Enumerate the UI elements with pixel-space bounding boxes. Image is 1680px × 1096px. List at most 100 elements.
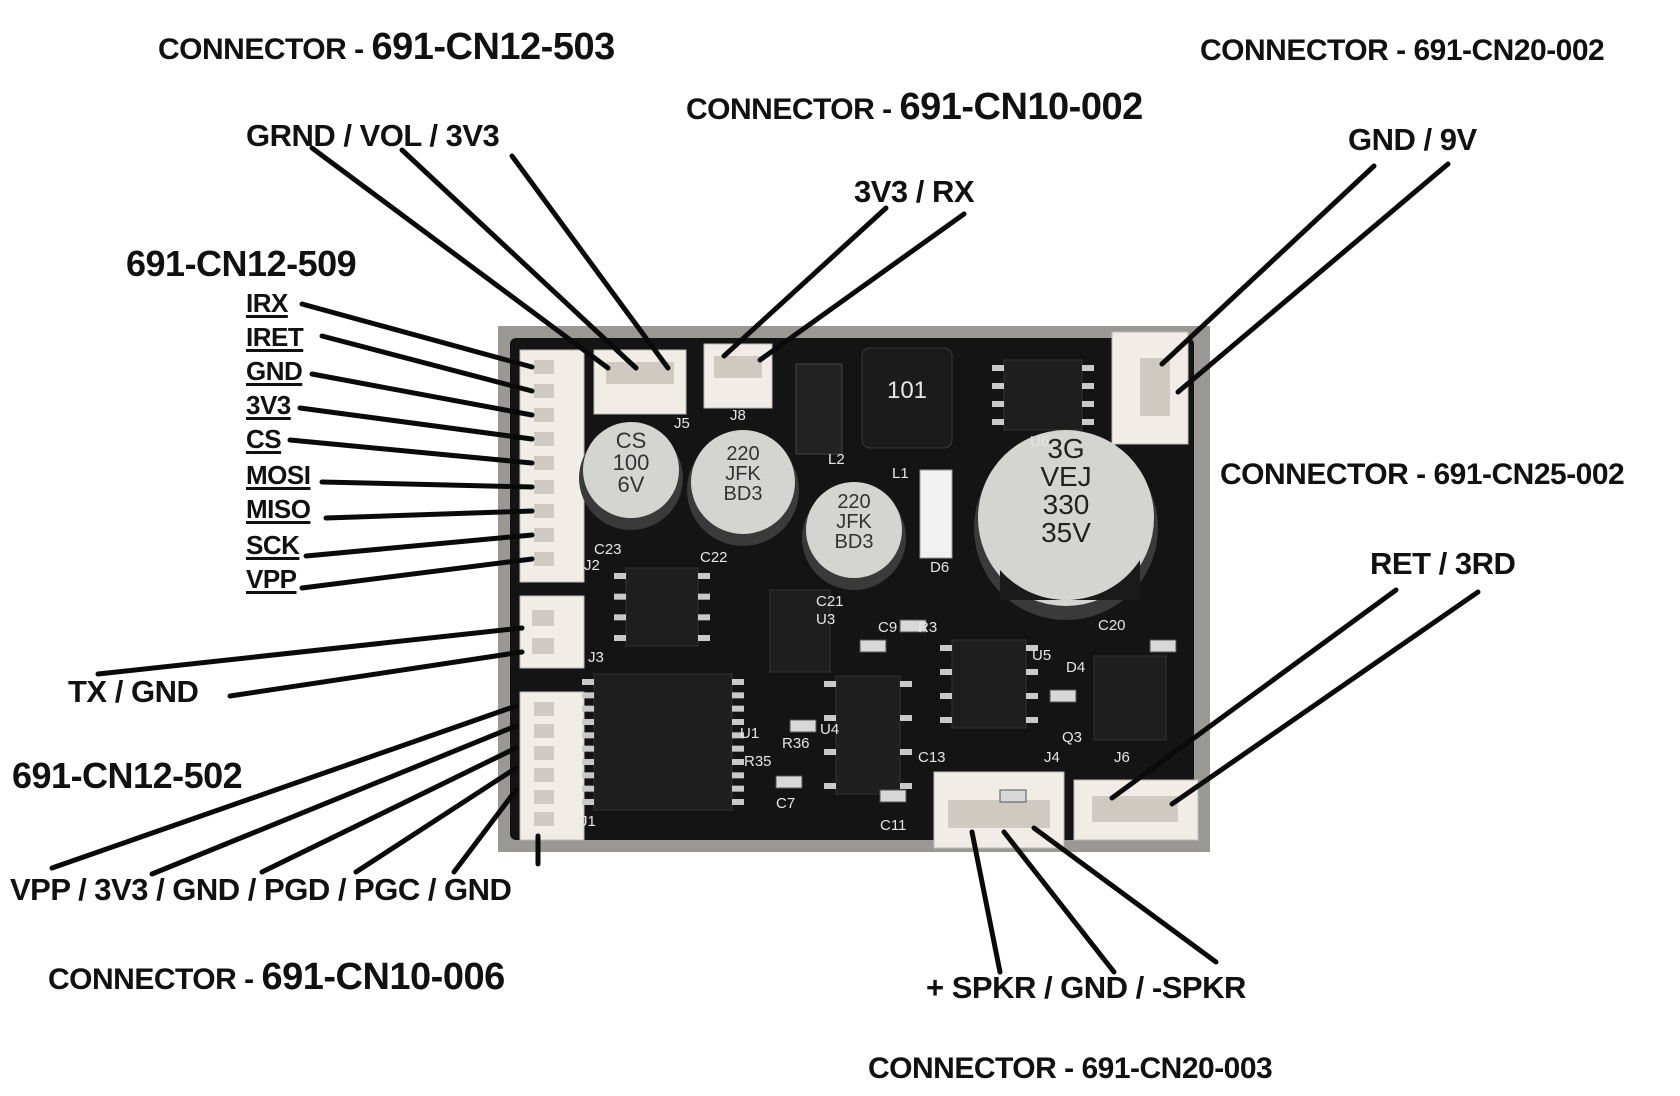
leader-line	[1001, 829, 1117, 975]
pin-label-cs: CS	[246, 424, 282, 454]
connector-title-top-right: CONNECTOR - 691-CN20-002	[1200, 34, 1605, 67]
signals-left-middle: TX / GND	[68, 674, 199, 709]
part-number-left-lower: 691-CN12-502	[12, 755, 243, 796]
leader-line	[299, 556, 535, 591]
silkscreen-r36: R36	[782, 735, 810, 752]
silkscreen-c7: C7	[776, 795, 795, 812]
signals-top-middle: 3V3 / RX	[854, 174, 975, 209]
silkscreen-j5: J5	[674, 415, 690, 432]
silkscreen-d6: D6	[930, 559, 949, 576]
signals-right: RET / 3RD	[1370, 546, 1516, 581]
leader-line	[323, 508, 535, 521]
silkscreen-c22: C22	[700, 549, 728, 566]
connector-prefix: CONNECTOR -	[868, 1052, 1082, 1085]
leader-line	[399, 147, 639, 371]
leader-lines	[49, 145, 1481, 975]
connector-prefix: CONNECTOR -	[48, 963, 262, 996]
leader-line	[509, 153, 671, 371]
leader-line	[287, 437, 535, 466]
silkscreen-j4: J4	[1044, 749, 1060, 766]
leader-line	[451, 787, 519, 875]
leader-line	[49, 703, 519, 871]
header-top-2pin	[703, 343, 773, 409]
leader-line	[757, 211, 967, 363]
ic-u3	[769, 589, 831, 673]
signals-top-right: GND / 9V	[1348, 122, 1477, 157]
connector-title-right: CONNECTOR - 691-CN25-002	[1220, 458, 1625, 491]
silkscreen-j8: J8	[730, 407, 746, 424]
connector-title-top-middle: CONNECTOR - 691-CN10-002	[686, 88, 1143, 126]
pin-label-iret: IRET	[246, 322, 304, 352]
signals-bottom-right: + SPKR / GND / -SPKR	[926, 970, 1246, 1005]
connector-title-top-left: CONNECTOR - 691-CN12-503	[158, 28, 615, 66]
connector-prefix: CONNECTOR -	[1200, 34, 1414, 67]
silkscreen-u5: U5	[1032, 647, 1051, 664]
silkscreen-r3: R3	[918, 619, 937, 636]
silkscreen-c20: C20	[1098, 617, 1126, 634]
silkscreen-r35: R35	[744, 753, 772, 770]
diode-d6	[919, 469, 953, 559]
silkscreen-u3: U3	[816, 611, 835, 628]
leader-line	[1169, 589, 1481, 807]
inductor-l2	[795, 363, 843, 455]
part-number-left-upper: 691-CN12-509	[126, 243, 357, 284]
pin-label-gnd: GND	[246, 356, 303, 386]
leader-line	[319, 479, 535, 490]
silkscreen-u4: U4	[820, 721, 839, 738]
signals-bottom-left: VPP / 3V3 / GND / PGD / PGC / GND	[10, 872, 512, 907]
pin-label-irx: IRX	[246, 288, 288, 318]
pin-label-3v3: 3V3	[246, 390, 291, 420]
header-top-3pin	[593, 349, 687, 415]
connector-part-number: 691-CN25-002	[1433, 458, 1625, 491]
pin-label-mosi: MOSI	[246, 460, 311, 490]
silkscreen-c21: C21	[816, 593, 844, 610]
ic-u6	[1003, 359, 1083, 431]
silkscreen-u6: U6	[1030, 433, 1049, 450]
leader-line	[227, 649, 525, 699]
leader-line	[1175, 161, 1451, 395]
leader-line	[319, 333, 535, 394]
inductor-l1	[861, 347, 953, 449]
silkscreen-q3: Q3	[1062, 729, 1082, 746]
inductor-label: 101	[887, 377, 927, 404]
header-left-6pin	[519, 691, 585, 841]
connector-part-number: 691-CN10-006	[261, 956, 505, 998]
silkscreen-c23: C23	[594, 541, 622, 558]
silkscreen-c13: C13	[918, 749, 946, 766]
silkscreen-c9: C9	[878, 619, 897, 636]
leader-line	[353, 765, 519, 875]
leader-line	[149, 723, 519, 877]
silkscreen-j6: J6	[1114, 749, 1130, 766]
leader-line	[309, 145, 611, 371]
header-left-2pin	[519, 595, 585, 669]
signals-top-left: GRND / VOL / 3V3	[246, 118, 500, 153]
leader-line	[95, 625, 525, 677]
pin-label-miso: MISO	[246, 494, 311, 524]
silkscreen-c11: C11	[880, 817, 906, 834]
silkscreen-j1: J1	[580, 813, 596, 830]
ic-u1	[593, 673, 733, 811]
leader-line	[1031, 825, 1219, 965]
leader-line	[299, 301, 535, 370]
leader-line	[1109, 587, 1399, 801]
ic-regulator	[1093, 655, 1167, 741]
ic-u2	[625, 567, 699, 647]
leader-line	[1159, 163, 1377, 367]
leader-line	[721, 205, 889, 359]
leader-line	[303, 532, 535, 559]
connector-part-number: 691-CN12-503	[371, 26, 615, 68]
connector-title-bottom-right: CONNECTOR - 691-CN20-003	[868, 1052, 1273, 1085]
connector-part-number: 691-CN20-003	[1081, 1052, 1273, 1085]
pin-label-sck: SCK	[246, 530, 300, 560]
leader-line	[297, 405, 535, 442]
connector-prefix: CONNECTOR -	[686, 93, 900, 126]
silkscreen-l2: L2	[828, 451, 845, 468]
leader-line	[969, 829, 1003, 975]
